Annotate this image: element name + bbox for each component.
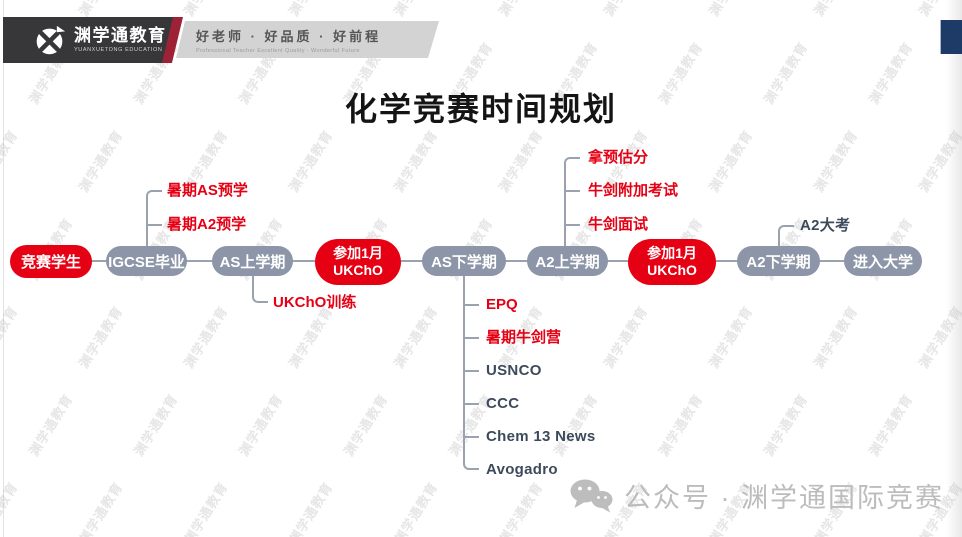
right-edge-shadow: [946, 0, 962, 537]
logo-text: 渊学通教育: [74, 25, 167, 45]
connector-a2first-tick3: [564, 224, 580, 226]
wechat-icon: [568, 478, 614, 514]
watermark-text: 渊学通教育: [73, 0, 126, 19]
timeline-node-ukcho-january-2: 参加1月 UKChO: [628, 239, 716, 285]
label-ccc: CCC: [486, 395, 520, 412]
connector-as2-tick5: [463, 436, 479, 438]
connector-igcse-tick2: [146, 224, 162, 226]
label-predicted-grades: 拿预估分: [588, 149, 649, 166]
timeline-node-as-term2: AS下学期: [422, 246, 506, 276]
connector-as2-bottom: [463, 276, 479, 470]
node-label: AS上学期: [219, 253, 286, 271]
wechat-footer: 公众号 · 渊学通国际竞赛: [568, 476, 944, 515]
watermark-text: 渊学通教育: [283, 0, 336, 19]
watermark-text: 渊学通教育: [75, 479, 126, 537]
watermark-text: 渊学通教育: [180, 479, 231, 537]
watermark-text: 渊学通教育: [390, 479, 441, 537]
page-title: 化学竞赛时间规划: [344, 91, 617, 127]
connector-a2exam-top: [778, 225, 794, 246]
label-avogadro: Avogadro: [486, 461, 558, 478]
node-label: AS下学期: [431, 253, 497, 271]
watermark-text: 渊学通教育: [285, 479, 336, 537]
node-label: 竞赛学生: [20, 254, 81, 271]
left-edge-line: [3, 0, 4, 537]
watermark-text: 渊学通教育: [235, 391, 286, 459]
timeline-node-ukcho-january-1: 参加1月 UKChO: [315, 239, 401, 285]
watermark-text: 渊学通教育: [598, 0, 651, 19]
connector-igcse-top: [146, 190, 162, 246]
label-summer-a2-preview: 暑期A2预学: [167, 216, 247, 233]
watermark-text: 渊学通教育: [180, 303, 231, 371]
watermark-text: 渊学通教育: [808, 0, 861, 19]
connector-as2-tick4: [463, 403, 479, 405]
connector-as1-bottom: [252, 276, 268, 303]
timeline-node-as-term1: AS上学期: [212, 246, 293, 276]
connector-as2-tick2: [463, 337, 479, 339]
label-a2-final-exam: A2大考: [800, 217, 851, 234]
watermark-text: 渊学通教育: [600, 303, 651, 371]
logo-text-group: 渊学通教育 YUANXUETONG EDUCATION: [74, 27, 167, 54]
node-label: A2下学期: [746, 253, 811, 271]
label-oxbridge-admission-test: 牛剑附加考试: [588, 182, 679, 199]
watermark-text: 渊学通教育: [390, 127, 441, 195]
label-summer-oxbridge-camp: 暑期牛剑营: [486, 329, 562, 346]
watermark-text: 渊学通教育: [340, 391, 391, 459]
node-label: IGCSE毕业: [108, 253, 185, 271]
node-label: 参加1月: [647, 244, 697, 261]
connector-a2first-tick2: [564, 190, 580, 192]
watermark-text: 渊学通教育: [655, 391, 706, 459]
node-label-line2: UKChO: [333, 262, 383, 278]
slogan-subtext: Professional Teacher Excellent Quality ·…: [196, 47, 360, 54]
label-chem13news: Chem 13 News: [486, 428, 596, 445]
label-ukcho-training: UKChO训练: [273, 294, 357, 311]
watermark-text: 渊学通教育: [865, 391, 916, 459]
yuanxuetong-logo-icon: [33, 24, 66, 57]
logo-block: 渊学通教育 YUANXUETONG EDUCATION: [3, 17, 173, 63]
node-label: 进入大学: [852, 253, 913, 271]
watermark-text: 渊学通教育: [550, 391, 601, 459]
node-label-line2: UKChO: [647, 262, 697, 278]
watermark-text: 渊学通教育: [705, 303, 756, 371]
watermark-text: 渊学通教育: [493, 0, 546, 19]
label-oxbridge-interview: 牛剑面试: [588, 216, 649, 233]
navy-corner-block: [940, 20, 962, 54]
watermark-text: 渊学通教育: [285, 127, 336, 195]
node-label: A2上学期: [535, 253, 600, 271]
watermark-text: 渊学通教育: [390, 303, 441, 371]
watermark-text: 渊学通教育: [285, 303, 336, 371]
watermark-text: 渊学通教育: [703, 0, 756, 19]
timeline-node-university: 进入大学: [844, 246, 922, 276]
watermark-text: 渊学通教育: [178, 0, 231, 19]
watermark-text: 渊学通教育: [495, 127, 546, 195]
watermark-text: 渊学通教育: [760, 391, 811, 459]
watermark-text: 渊学通教育: [75, 127, 126, 195]
slogan-banner: 好老师 · 好品质 · 好前程 Professional Teacher Exc…: [176, 21, 439, 58]
logo-subtext: YUANXUETONG EDUCATION: [74, 47, 163, 54]
timeline-node-a2-term2: A2下学期: [737, 246, 820, 276]
watermark-text: 渊学通教育: [810, 303, 861, 371]
watermark-text: 渊学通教育: [495, 479, 546, 537]
timeline-node-igcse-graduation: IGCSE毕业: [106, 246, 187, 276]
label-epq: EPQ: [486, 296, 518, 313]
connector-as2-tick1: [463, 304, 479, 306]
timeline-node-competition-student: 竞赛学生: [10, 245, 92, 278]
watermark-text: 渊学通教育: [705, 127, 756, 195]
wechat-account-label: 公众号 · 渊学通国际竞赛: [624, 483, 944, 513]
watermark-text: 渊学通教育: [75, 303, 126, 371]
watermark-text: 渊学通教育: [388, 0, 441, 19]
connector-a2first-top: [564, 157, 580, 246]
watermark-text: 渊学通教育: [25, 391, 76, 459]
watermark-text: 渊学通教育: [130, 391, 181, 459]
node-label: 参加1月: [333, 244, 383, 261]
slogan-text: 好老师 · 好品质 · 好前程: [196, 28, 382, 44]
connector-as2-tick3: [463, 370, 479, 372]
watermark-text: 渊学通教育: [810, 127, 861, 195]
timeline-node-a2-term1: A2上学期: [527, 246, 608, 276]
label-summer-as-preview: 暑期AS预学: [167, 182, 248, 199]
label-usnco: USNCO: [486, 362, 542, 379]
